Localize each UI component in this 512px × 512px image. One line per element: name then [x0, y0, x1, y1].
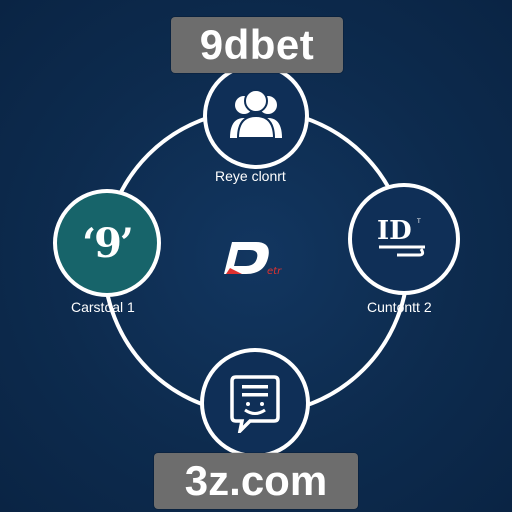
group-icon — [230, 89, 282, 139]
svg-text:T: T — [416, 218, 421, 225]
nine-icon: ‘9’ — [82, 219, 134, 267]
top-node — [203, 63, 309, 169]
svg-text:etr: etr — [267, 266, 282, 277]
left-node: ‘9’ — [53, 189, 161, 297]
right-node-label: Cuntontt 2 — [367, 299, 432, 315]
chart-doc-icon: ID T — [377, 216, 425, 257]
bottom-node — [200, 348, 310, 458]
right-node: ID T — [348, 183, 460, 295]
svg-text:ID: ID — [377, 216, 412, 246]
top-node-label: Reye clonrt — [215, 168, 286, 184]
d-logo-icon: etr — [224, 242, 282, 277]
brand-banner-top: 9dbet — [171, 17, 343, 73]
brand-banner-bottom: 3z.com — [154, 453, 358, 509]
chat-document-icon — [230, 375, 280, 433]
left-node-label: Carstoal 1 — [71, 299, 135, 315]
